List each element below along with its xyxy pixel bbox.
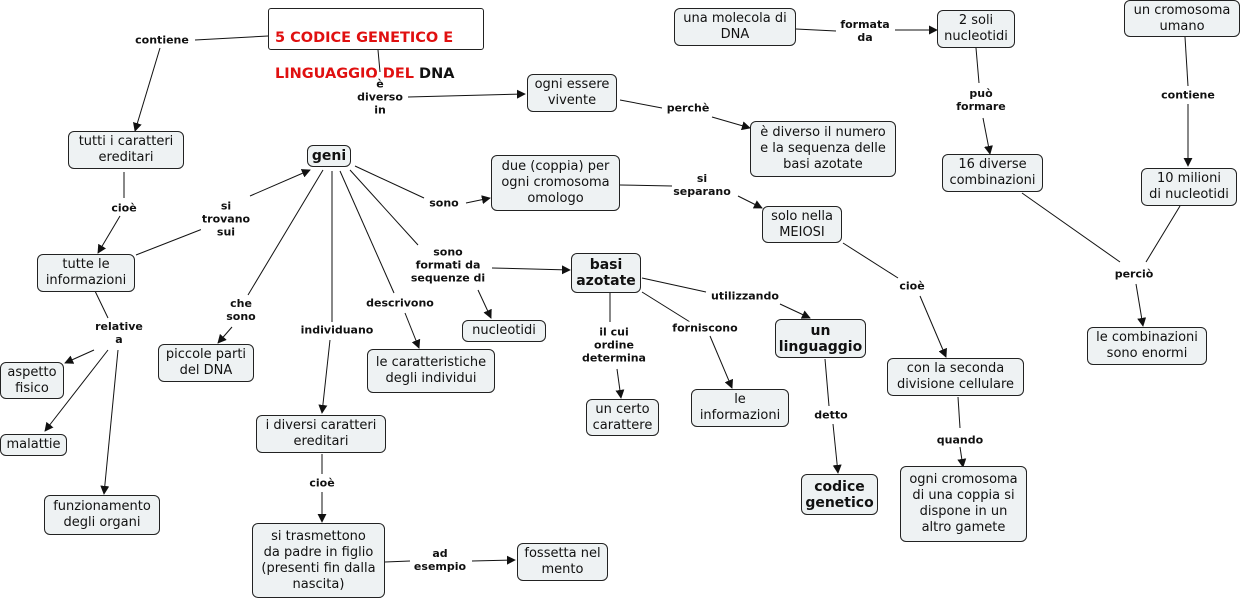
node-tutte-informazioni[interactable]: tutte le informazioni [37,254,135,292]
link-cioe-1: cioè [110,201,138,215]
node-ogni-cromosoma-gamete[interactable]: ogni cromosoma di una coppia si dispone … [900,466,1027,542]
link-detto: detto [813,408,849,422]
map-title: 5 CODICE GENETICO E LINGUAGGIO DEL DNA [268,8,484,82]
link-forniscono: forniscono [671,321,739,335]
node-molecola-dna[interactable]: una molecola di DNA [674,8,796,46]
link-si-separano: si separano [672,172,732,198]
node-tutti-caratteri-ereditari[interactable]: tutti i caratteri ereditari [68,131,184,169]
link-si-trovano-sui: si trovano sui [200,199,252,239]
node-seconda-divisione[interactable]: con la seconda divisione cellulare [887,358,1024,396]
node-le-informazioni[interactable]: le informazioni [691,389,789,427]
node-aspetto-fisico[interactable]: aspetto fisico [0,362,64,399]
link-sono-formati: sono formati da sequenze di [409,245,487,285]
node-nucleotidi[interactable]: nucleotidi [462,320,546,342]
link-contiene-1: contiene [134,33,190,47]
node-un-linguaggio[interactable]: un linguaggio [775,319,866,358]
node-fossetta-mento[interactable]: fossetta nel mento [517,543,608,581]
node-due-coppia[interactable]: due (coppia) per ogni cromosoma omologo [491,155,620,211]
node-diverso-numero[interactable]: è diverso il numero e la sequenza delle … [750,121,896,177]
link-sono: sono [428,196,460,210]
node-10-milioni[interactable]: 10 milioni di nucleotidi [1141,168,1237,206]
link-contiene-2: contiene [1160,88,1216,102]
link-descrivono: descrivono [365,296,435,310]
node-cromosoma-umano[interactable]: un cromosoma umano [1124,0,1240,37]
node-piccole-parti-dna[interactable]: piccole parti del DNA [158,344,254,382]
link-cioe-3: cioè [308,476,336,490]
link-utilizzando: utilizzando [710,289,780,303]
title-part1: 5 CODICE GENETICO E [275,30,454,46]
title-part3: DNA [419,66,455,82]
link-relative-a: relative a [94,320,144,346]
node-due-soli-nucleotidi[interactable]: 2 soli nucleotidi [937,10,1015,48]
node-basi-azotate[interactable]: basi azotate [571,253,641,293]
link-quando: quando [935,433,985,447]
link-cioe-2: cioè [898,279,926,293]
link-il-cui-ordine: il cui ordine determina [581,325,647,365]
node-si-trasmettono[interactable]: si trasmettono da padre in figlio (prese… [252,523,385,598]
node-codice-genetico[interactable]: codice genetico [801,474,878,515]
link-ad-esempio: ad esempio [412,547,468,573]
node-geni[interactable]: geni [307,145,351,167]
link-perche: perchè [665,101,711,115]
link-individuano: individuano [299,323,375,337]
link-formata-da: formata da [839,18,891,44]
node-malattie[interactable]: malattie [0,434,67,456]
link-che-sono: che sono [225,297,257,323]
node-un-certo-carattere[interactable]: un certo carattere [586,399,659,436]
link-percio: perciò [1113,267,1155,281]
node-caratteristiche-individui[interactable]: le caratteristiche degli individui [367,349,495,393]
node-diversi-caratteri[interactable]: i diversi caratteri ereditari [256,415,386,453]
node-funzionamento-organi[interactable]: funzionamento degli organi [44,495,160,535]
node-meiosi[interactable]: solo nella MEIOSI [762,206,842,243]
link-puo-formare: può formare [955,87,1007,113]
node-16-combinazioni[interactable]: 16 diverse combinazioni [942,154,1043,192]
node-combinazioni-enormi[interactable]: le combinazioni sono enormi [1087,327,1207,365]
link-e-diverso-in: è diverso in [356,77,404,117]
node-ogni-essere-vivente[interactable]: ogni essere vivente [527,74,617,112]
